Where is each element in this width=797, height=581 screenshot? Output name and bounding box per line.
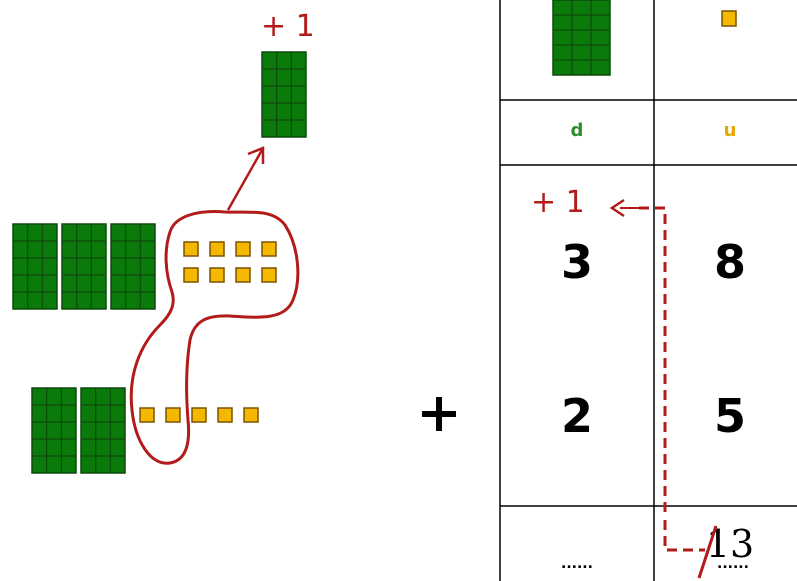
ten-block	[80, 387, 126, 474]
top-units-digit: 8	[714, 235, 746, 289]
unit-cube	[209, 241, 225, 257]
unit-cube	[209, 267, 225, 283]
bottom-units-digit: 5	[714, 389, 746, 443]
carried-ten-block	[261, 51, 307, 138]
unit-cube	[243, 407, 259, 423]
carry-arrow	[226, 146, 265, 211]
units-column-label: u	[724, 120, 737, 141]
bottom-row-unit-cubes	[139, 407, 259, 423]
unit-cube	[217, 407, 233, 423]
unit-cube	[183, 241, 199, 257]
ten-block	[12, 223, 58, 310]
bottom-tens-digit: 2	[561, 389, 593, 443]
ten-block	[552, 0, 611, 76]
bottom-row-ten-blocks	[31, 387, 126, 474]
left-block-model: + 1	[12, 9, 315, 474]
tens-column-label: d	[571, 120, 584, 141]
unit-cube	[261, 267, 277, 283]
top-row-ten-blocks	[12, 223, 156, 310]
place-value-table: d u + 1 3 8 2 5 ...... ...... 13	[499, 0, 797, 581]
ten-block-icon	[552, 0, 611, 76]
plus-operator: +	[422, 397, 456, 431]
top-tens-digit: 3	[561, 235, 593, 289]
ten-block	[261, 51, 307, 138]
result-tens-placeholder: ......	[561, 556, 593, 572]
unit-cube	[165, 407, 181, 423]
carry-strike-mark	[697, 525, 718, 579]
unit-cube	[235, 267, 251, 283]
grouping-loop	[129, 210, 300, 465]
carry-dashed-arrow	[609, 198, 705, 552]
table-carry-label: + 1	[531, 185, 585, 220]
unit-cube	[235, 241, 251, 257]
unit-cube	[183, 267, 199, 283]
unit-cube	[191, 407, 207, 423]
result-units-placeholder: ......	[717, 556, 749, 572]
top-row-unit-cubes	[183, 241, 277, 283]
ten-block	[110, 223, 156, 310]
unit-cube-icon	[721, 10, 737, 27]
ten-block	[31, 387, 77, 474]
result-units-value: 13	[706, 522, 754, 566]
unit-cube	[139, 407, 155, 423]
left-carry-label: + 1	[261, 9, 315, 44]
unit-cube	[261, 241, 277, 257]
ten-block	[61, 223, 107, 310]
